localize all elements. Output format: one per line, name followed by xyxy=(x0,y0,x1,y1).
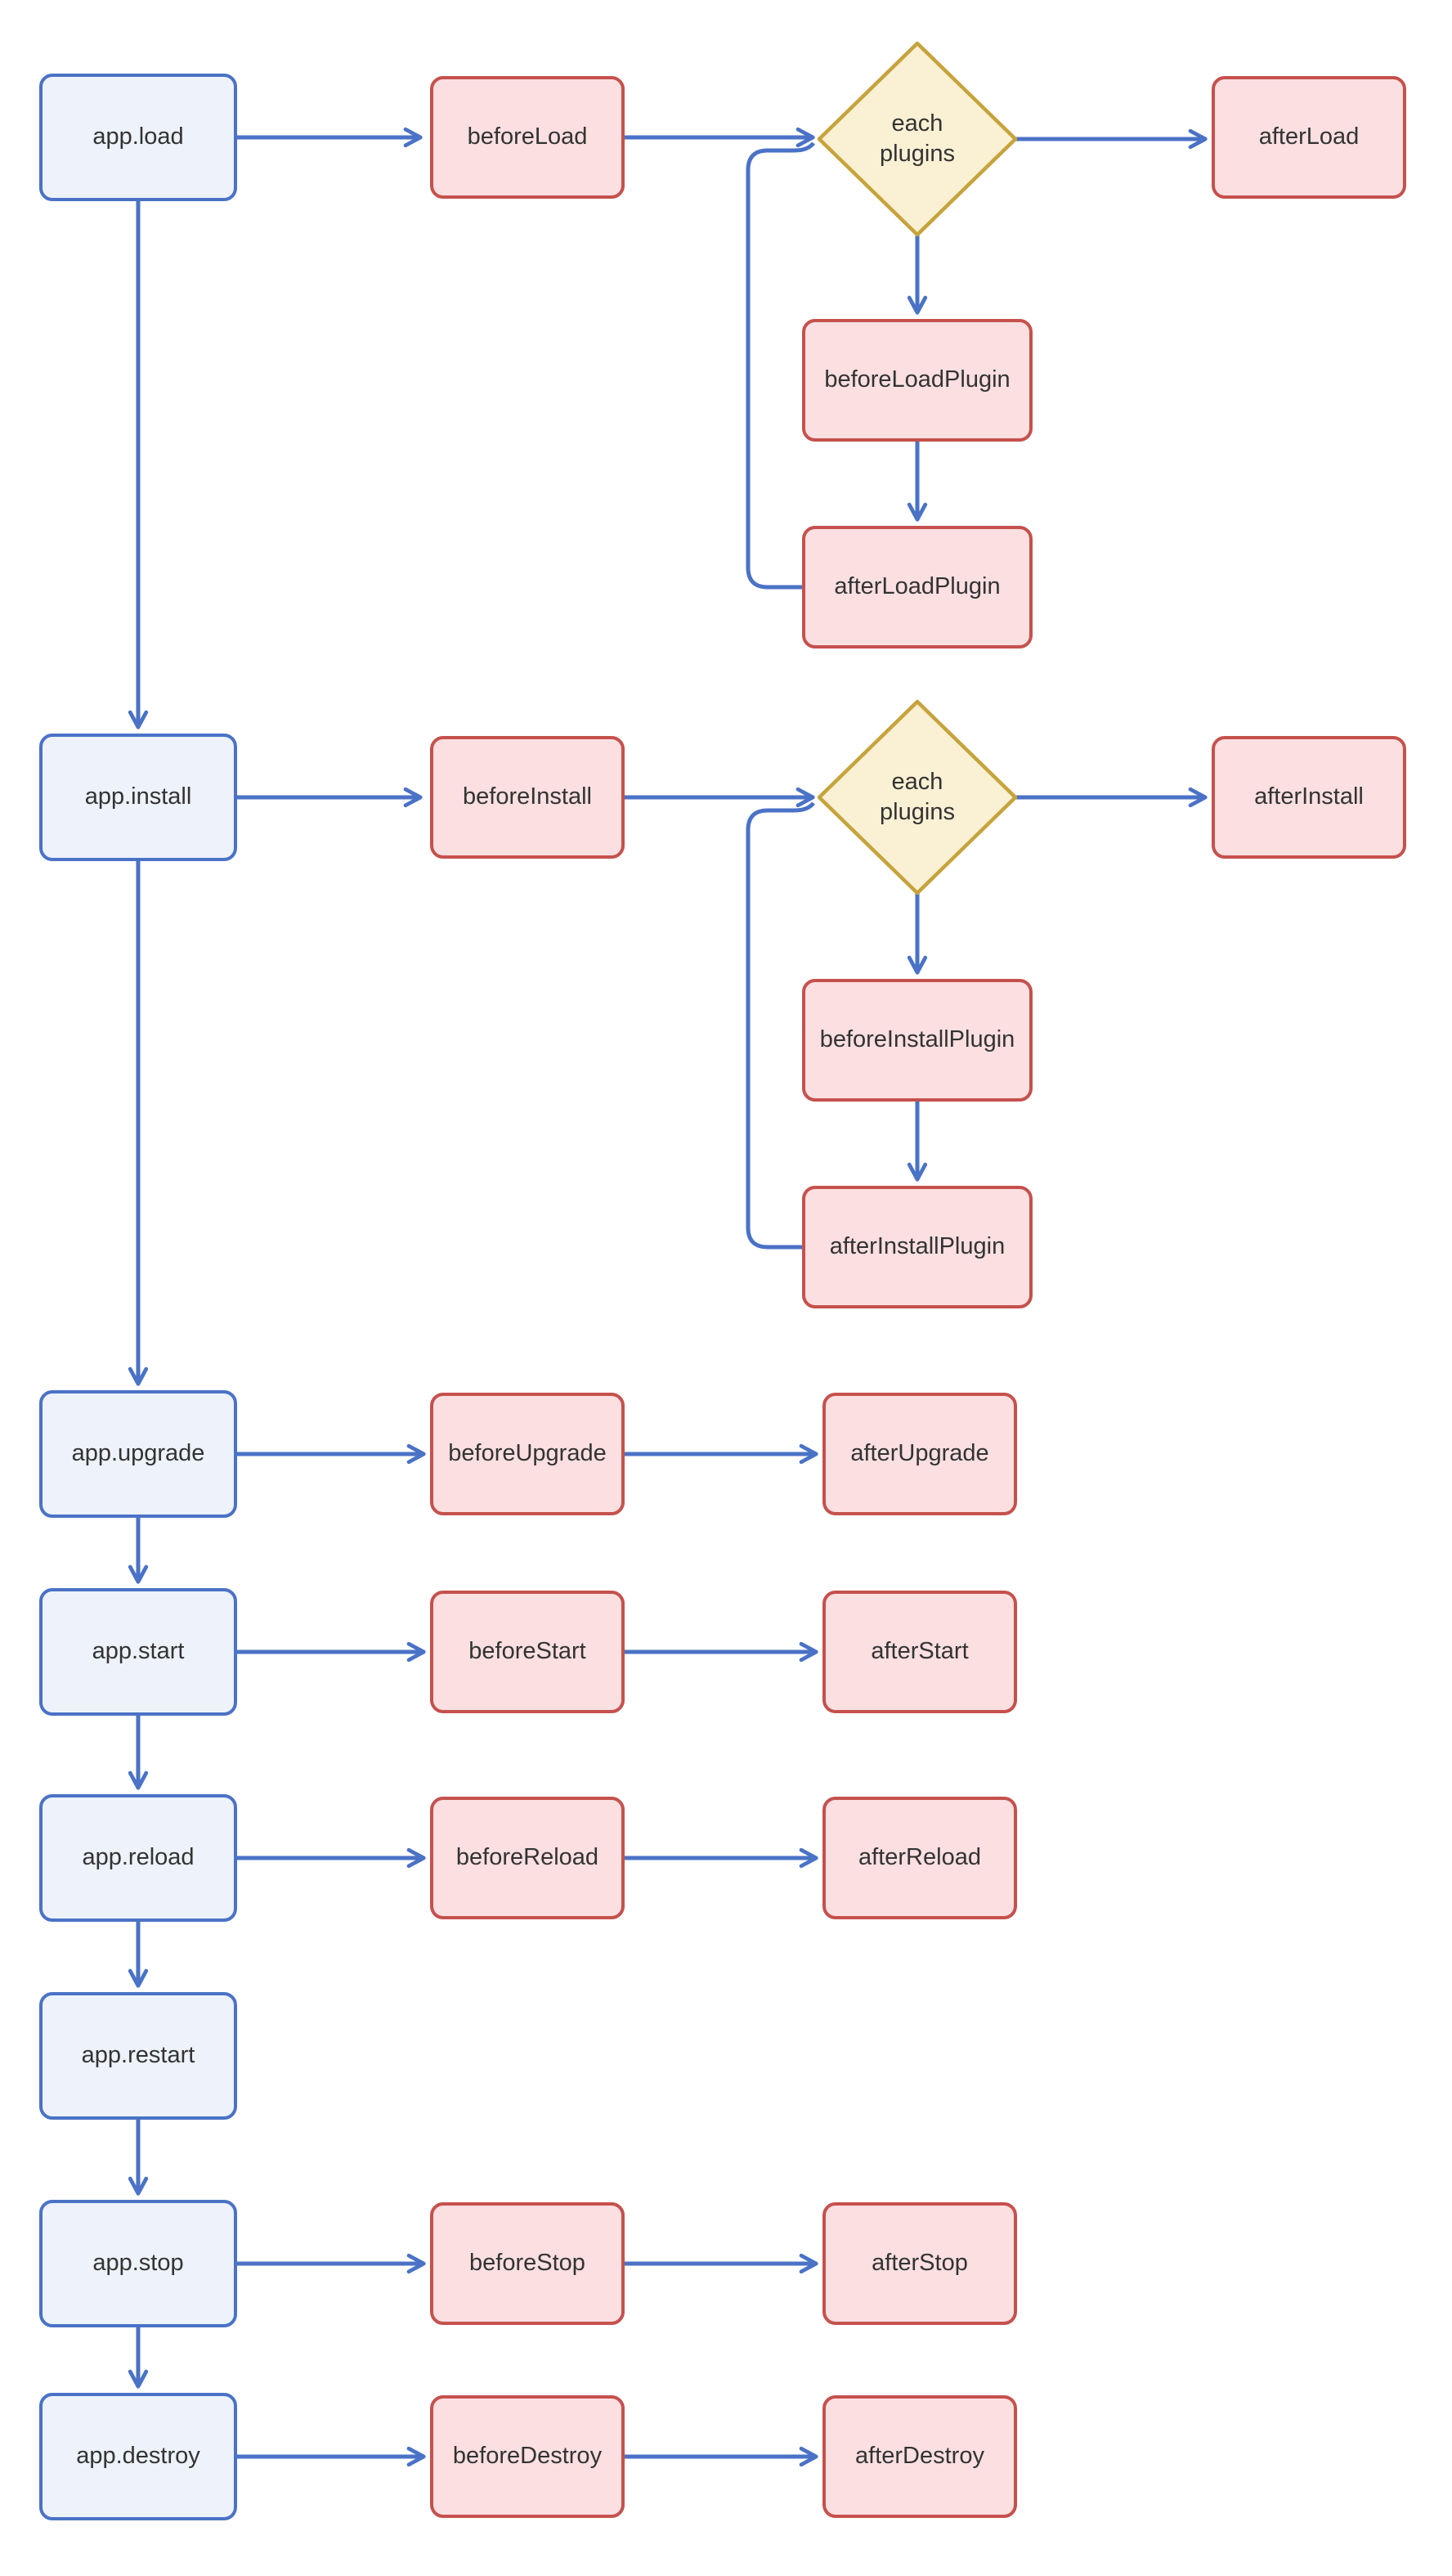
node-after-start: afterStart xyxy=(822,1591,1017,1713)
node-before-install: beforeInstall xyxy=(430,736,625,859)
node-app-restart: app.restart xyxy=(39,1992,237,2120)
node-before-reload: beforeReload xyxy=(430,1797,625,1919)
node-after-upgrade: afterUpgrade xyxy=(822,1393,1017,1515)
node-before-start: beforeStart xyxy=(430,1591,625,1713)
node-before-stop: beforeStop xyxy=(430,2202,625,2325)
node-before-load: beforeLoad xyxy=(430,76,625,199)
node-after-reload: afterReload xyxy=(822,1797,1017,1919)
node-each-plugins-load: each plugins xyxy=(880,110,955,167)
node-after-destroy: afterDestroy xyxy=(822,2395,1017,2518)
node-app-reload: app.reload xyxy=(39,1794,237,1922)
node-app-load: app.load xyxy=(39,74,237,201)
node-each-plugins-install: each plugins xyxy=(880,768,955,825)
edge-after-install-plugin-loop-to-each-plugins xyxy=(746,801,815,1250)
node-after-stop: afterStop xyxy=(822,2202,1017,2325)
edge-after-load-plugin-loop-to-each-plugins xyxy=(746,141,815,590)
node-app-install: app.install xyxy=(39,734,237,861)
node-app-destroy: app.destroy xyxy=(39,2393,237,2520)
node-before-install-plugin: beforeInstallPlugin xyxy=(802,979,1033,1102)
node-app-upgrade: app.upgrade xyxy=(39,1390,237,1518)
node-after-install-plugin: afterInstallPlugin xyxy=(802,1186,1033,1308)
node-before-load-plugin: beforeLoadPlugin xyxy=(802,319,1033,442)
node-after-install: afterInstall xyxy=(1212,736,1406,859)
node-after-load-plugin: afterLoadPlugin xyxy=(802,526,1033,648)
node-before-destroy: beforeDestroy xyxy=(430,2395,625,2518)
node-before-upgrade: beforeUpgrade xyxy=(430,1393,625,1515)
node-app-start: app.start xyxy=(39,1588,237,1716)
node-after-load: afterLoad xyxy=(1212,76,1406,199)
node-app-stop: app.stop xyxy=(39,2200,237,2327)
decision-each-plugins-load-shape xyxy=(817,41,1018,237)
decision-each-plugins-install-shape xyxy=(817,699,1018,895)
